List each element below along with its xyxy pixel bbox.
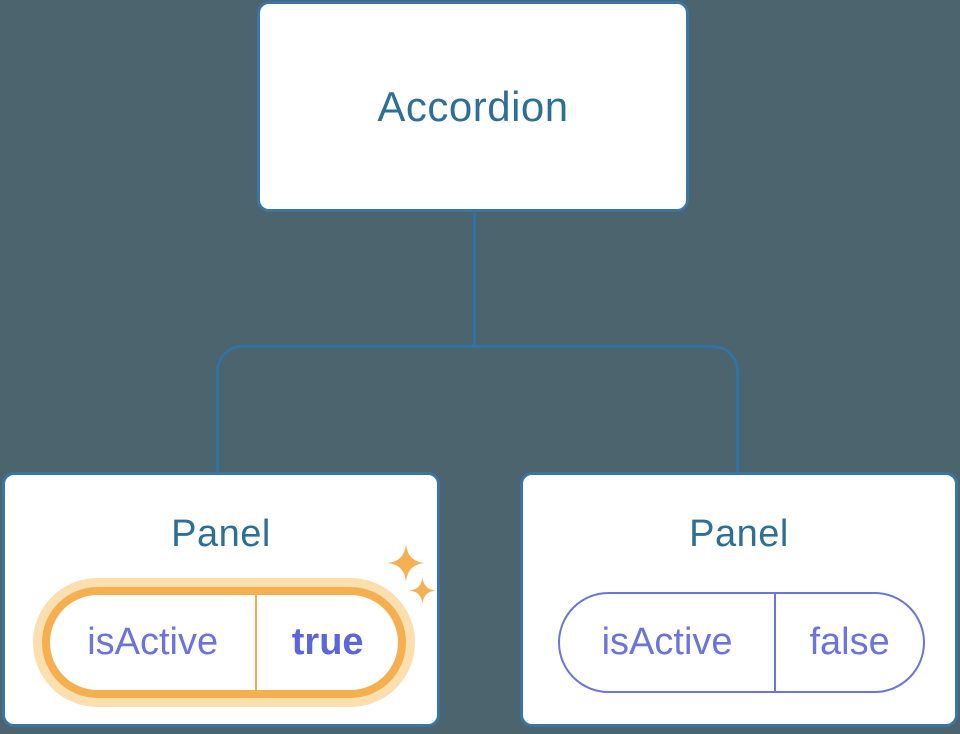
state-name-label: isActive [601, 621, 733, 663]
panel-component-box-active: Panel isActive true [2, 472, 440, 727]
panel-label: Panel [171, 513, 271, 555]
state-pill-active: isActive true [33, 578, 415, 707]
state-value-label: true [291, 621, 364, 663]
state-pill-active-border: isActive true [42, 587, 406, 698]
panel-label: Panel [689, 513, 789, 555]
state-pill-divider [255, 595, 258, 690]
state-value-label: false [809, 621, 890, 663]
state-pill-active-body: isActive true [50, 595, 398, 690]
sparkles-icon [409, 577, 436, 604]
accordion-component-box: Accordion [257, 1, 689, 212]
connector-trunk-line [473, 211, 476, 348]
state-pill-inactive: isActive false [558, 592, 925, 693]
connector-branch-lines [216, 345, 739, 472]
state-pill-divider [774, 594, 777, 691]
panel-component-box-inactive: Panel isActive false [520, 472, 958, 727]
sparkles-icon [387, 544, 425, 582]
accordion-label: Accordion [377, 82, 569, 130]
state-name-label: isActive [87, 621, 219, 663]
